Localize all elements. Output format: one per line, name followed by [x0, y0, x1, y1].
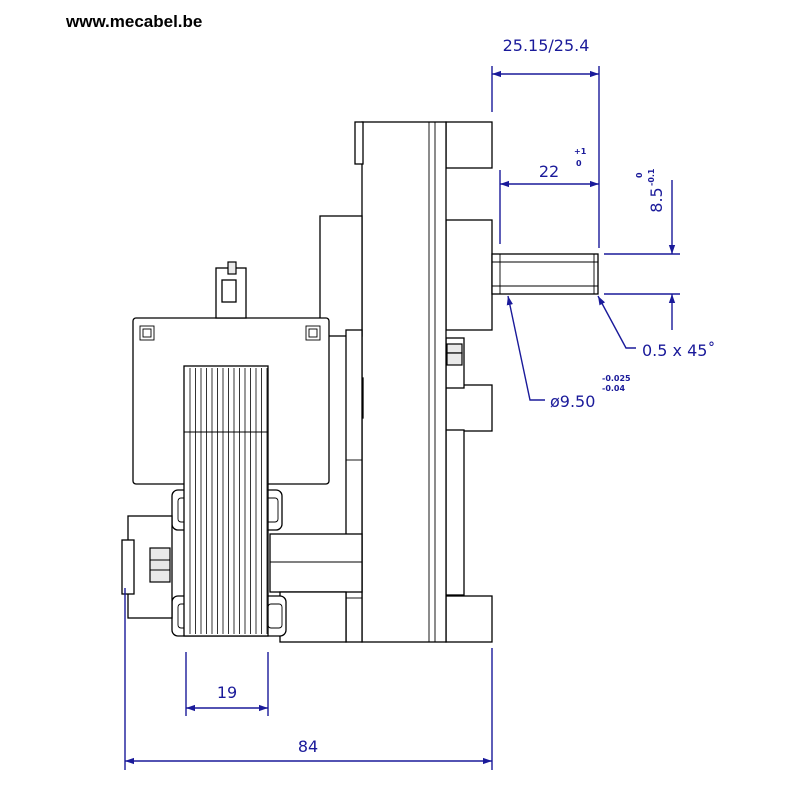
gearbox-body: [121, 121, 599, 643]
shaft-diameter-tol-lower: -0.04: [602, 384, 625, 393]
chamfer-label: 0.5 x 45˚: [642, 341, 715, 360]
overall-width-label: 84: [298, 737, 318, 756]
back-housing-lower: [345, 329, 363, 643]
stator-frame-lower: [279, 591, 347, 643]
shaft-diameter-label: ø9.50: [550, 392, 595, 411]
end-cap-nut: [149, 547, 171, 583]
shaft-length-label: 22: [539, 162, 559, 181]
flat-depth-label: 8.5: [647, 187, 666, 212]
shaft-length-tol-lower: 0: [576, 159, 582, 168]
coil-width-label: 19: [217, 683, 237, 702]
shaft-housing: [445, 219, 493, 331]
plate-lip-top: [354, 121, 364, 165]
laminated-coil: [183, 365, 269, 637]
coil-laminations: [189, 368, 268, 634]
diameter-leader: [506, 295, 545, 401]
side-boss: [445, 384, 493, 432]
dimensions: 25.15/25.4 22 +1 0 8.5 0 -0.1 0.5 x 45˚ …: [124, 36, 715, 770]
right-housing-strip: [445, 429, 465, 596]
gearbox-plate: [361, 121, 447, 643]
flat-depth-tol-upper: 0: [635, 172, 644, 178]
shaft-length-tol-upper: +1: [574, 147, 587, 156]
shaft-total-label: 25.15/25.4: [503, 36, 590, 55]
site-url[interactable]: www.mecabel.be: [66, 12, 203, 31]
back-housing: [319, 215, 363, 337]
terminal-screw-left: [139, 325, 155, 341]
nut-top: [446, 343, 463, 354]
top-mount-post: [445, 121, 493, 169]
output-shaft: [491, 253, 599, 295]
nut-middle: [446, 352, 463, 366]
flat-depth-tol-lower: -0.1: [647, 168, 656, 186]
end-cap-boss: [121, 539, 135, 595]
bottom-mount-post: [445, 595, 493, 643]
terminal-screw-right: [305, 325, 321, 341]
chamfer-leader: [597, 295, 636, 349]
stator-frame: [269, 533, 363, 593]
shaft-diameter-tol-upper: -0.025: [602, 374, 631, 383]
